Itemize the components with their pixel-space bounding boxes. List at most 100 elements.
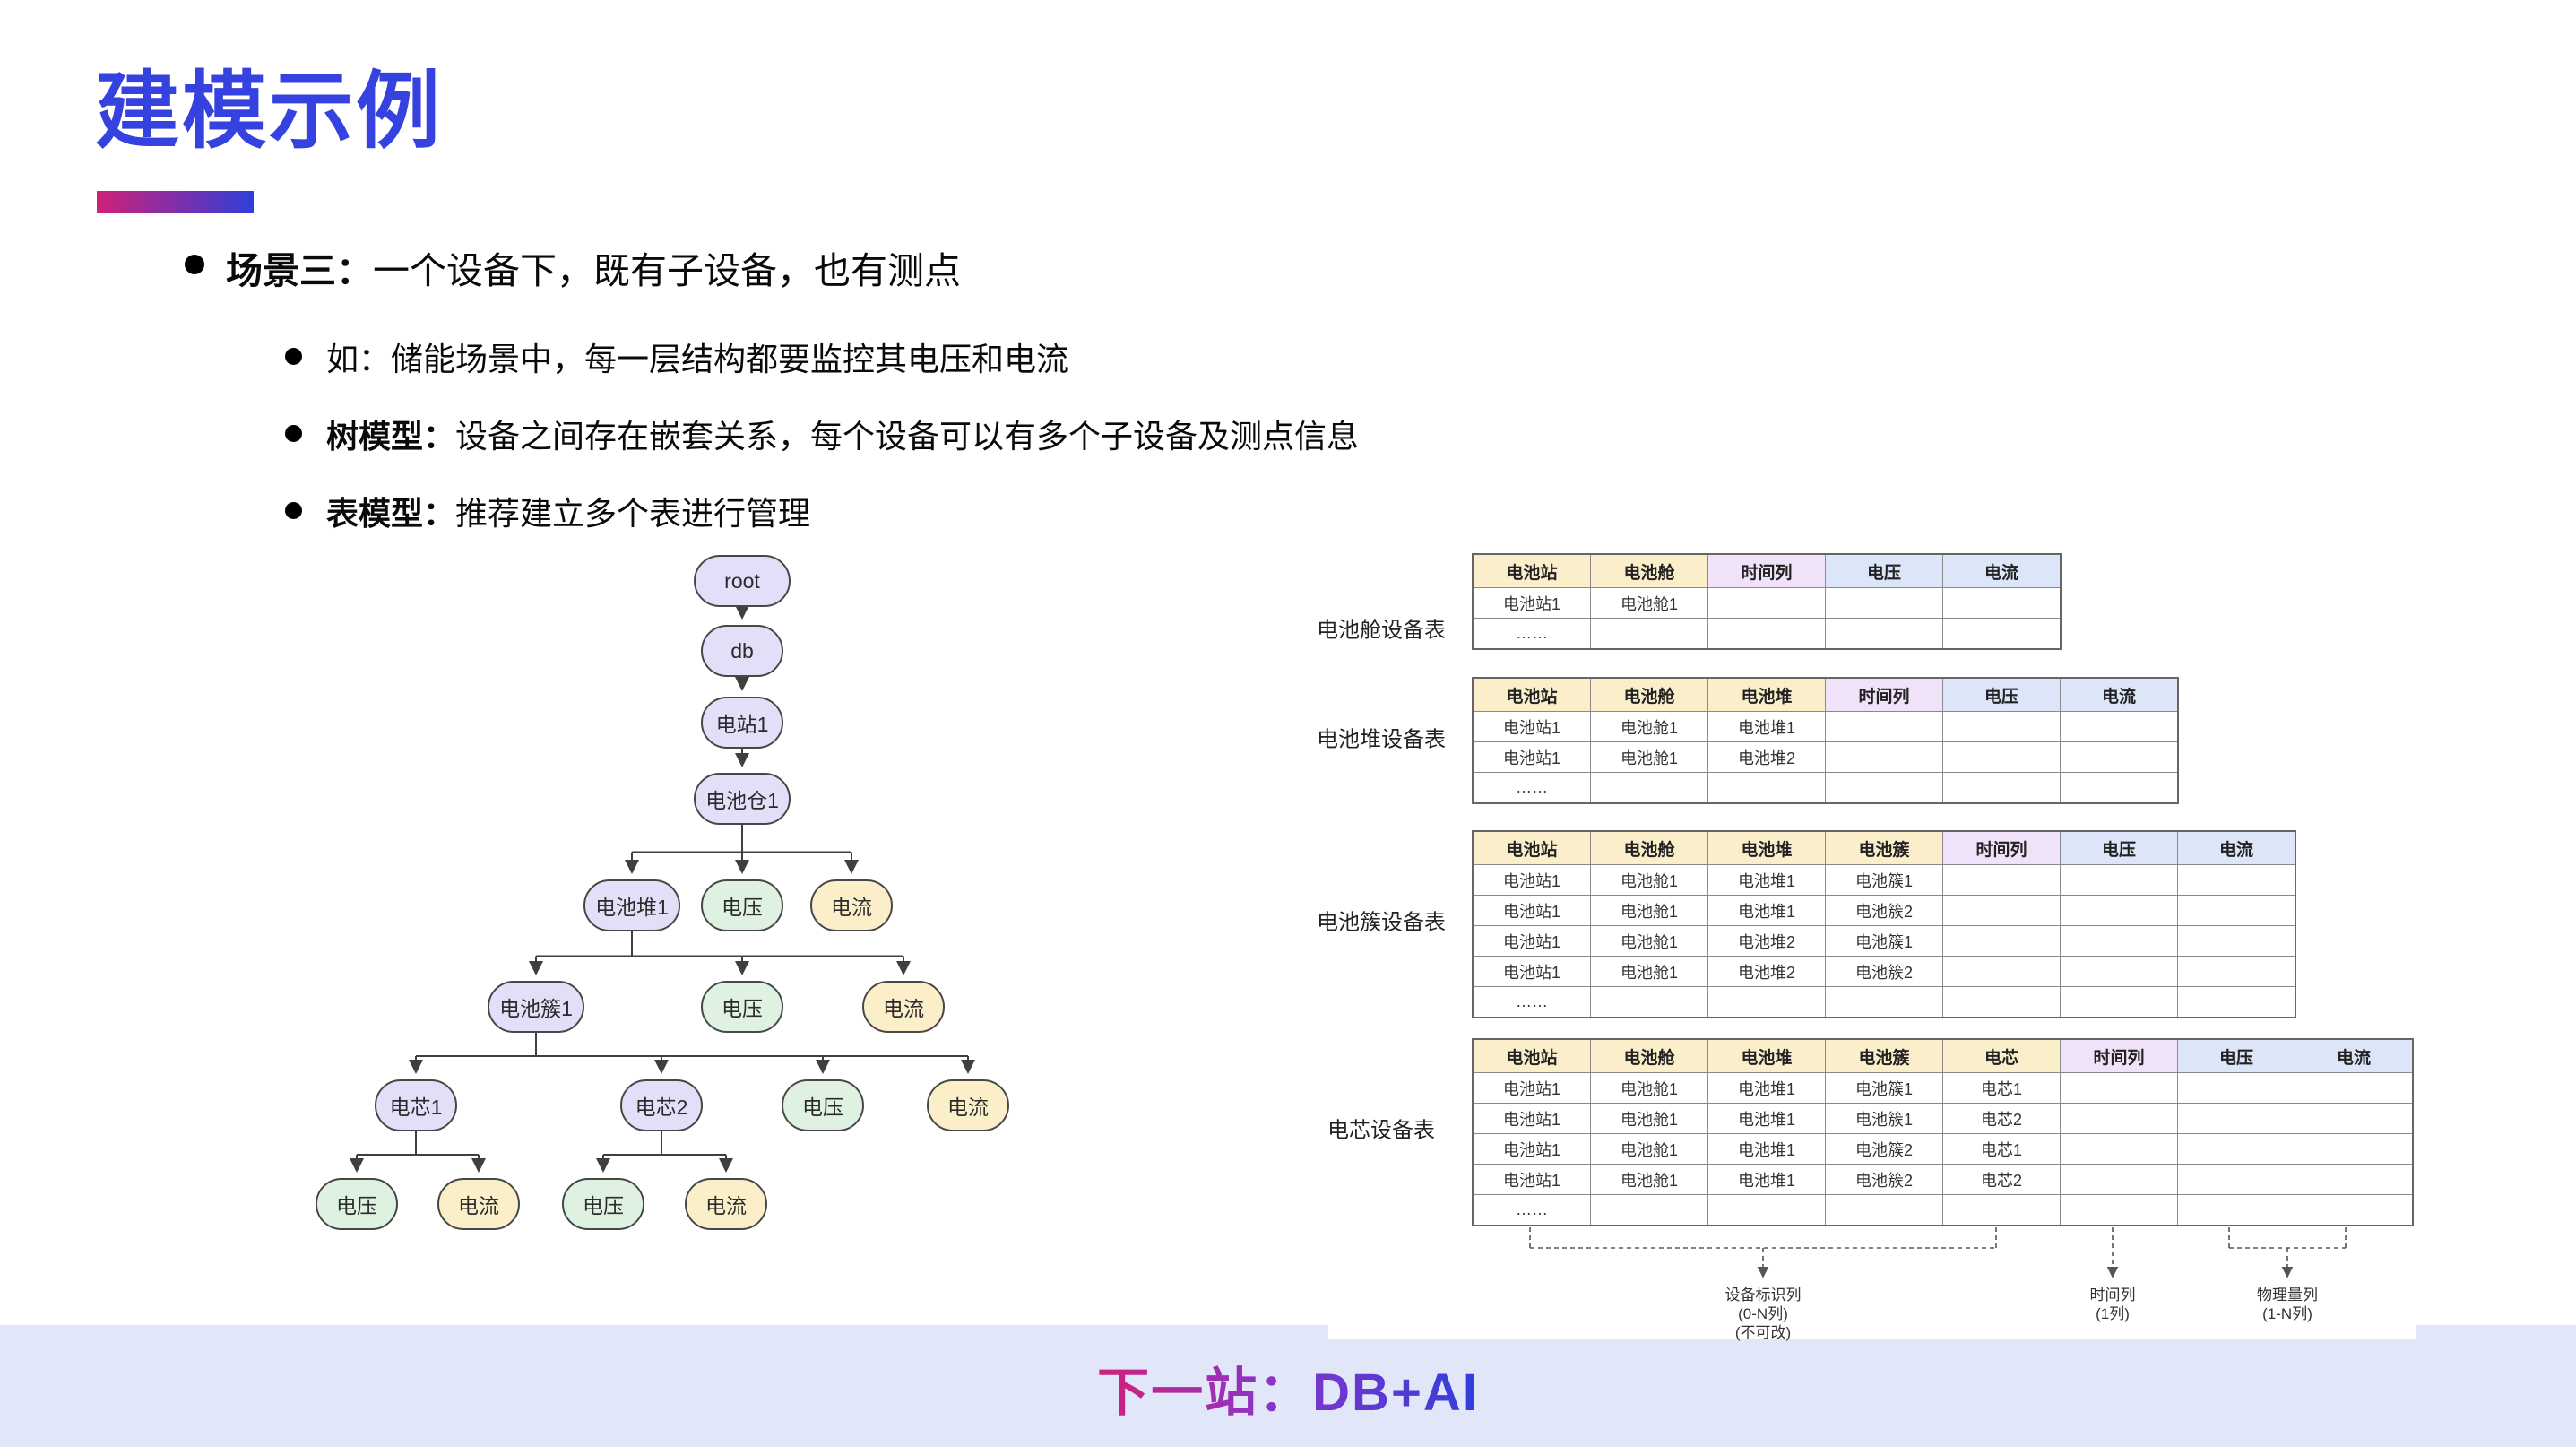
bullet-table-model-text: 推荐建立多个表进行管理 — [455, 495, 811, 532]
table-cell — [2177, 1194, 2295, 1226]
table-cell: 电池堆1 — [1707, 864, 1826, 896]
table-cell: 电池簇1 — [1825, 1103, 1943, 1134]
table-cell — [2060, 1194, 2178, 1226]
table-cell — [2060, 864, 2178, 896]
table-cell — [1590, 618, 1708, 650]
annotation-line: (不可改) — [1734, 1324, 1792, 1341]
table-cell: 电池舱1 — [1590, 1133, 1708, 1165]
footer-slogan: 下一站：DB+AI — [1097, 1364, 1479, 1422]
bullet-icon — [185, 255, 204, 274]
table-cell: 电池堆1 — [1707, 1103, 1826, 1134]
tree-node-cell1-c: 电流 — [437, 1178, 520, 1230]
table-cell — [1825, 711, 1943, 742]
column-header: 时间列 — [2060, 1038, 2178, 1073]
column-header: 电压 — [1825, 553, 1943, 588]
table-cell — [1707, 772, 1826, 804]
table-cell: 电池簇1 — [1825, 1072, 1943, 1104]
column-header: 电压 — [2060, 830, 2178, 865]
column-header: 电流 — [1942, 553, 2062, 588]
table-cell — [2060, 1133, 2178, 1165]
tree-node-cell1: 电芯1 — [375, 1079, 457, 1131]
column-header: 电池堆 — [1707, 1038, 1826, 1073]
column-header: 电池舱 — [1590, 830, 1708, 865]
annotation-device-id-columns: 设备标识列(0-N列)(不可改) — [1725, 1286, 1802, 1342]
tree-node-cluster1-v: 电压 — [782, 1079, 864, 1131]
column-header: 电池舱 — [1590, 677, 1708, 712]
table-cell: 电池簇1 — [1825, 864, 1943, 896]
table-cell — [2060, 1164, 2178, 1195]
table-cell — [2177, 986, 2296, 1018]
tree-node-cell2-c: 电流 — [685, 1178, 767, 1230]
table-cell: 电池站1 — [1472, 1103, 1591, 1134]
table-cell: 电池舱1 — [1590, 1164, 1708, 1195]
annotation-line: 时间列 — [2089, 1287, 2136, 1304]
table-cell — [2177, 956, 2296, 987]
table-cell — [2060, 741, 2179, 773]
table-cell — [2060, 1103, 2178, 1134]
tree-node-cluster1: 电池簇1 — [488, 981, 584, 1033]
table-cell: 电池站1 — [1472, 1133, 1591, 1165]
table-cell — [2060, 1072, 2178, 1104]
table-cell — [1942, 925, 2061, 957]
table-cell: 电池簇2 — [1825, 1133, 1943, 1165]
column-header: 电池舱 — [1590, 1038, 1708, 1073]
table-row: …… — [1472, 772, 2179, 804]
tree-node-cell2: 电芯2 — [620, 1079, 703, 1131]
table-cell: 电池舱1 — [1590, 956, 1708, 987]
table-cell: 电池舱1 — [1590, 895, 1708, 926]
table-cell — [1707, 986, 1826, 1018]
table-cell — [1707, 618, 1826, 650]
table-cell — [1707, 1194, 1826, 1226]
table-cell: …… — [1472, 1194, 1591, 1226]
table-cell: …… — [1472, 618, 1591, 650]
table-cell: 电池站1 — [1472, 741, 1591, 773]
table-cell — [1825, 986, 1943, 1018]
column-header: 电池堆 — [1707, 677, 1826, 712]
column-header: 电流 — [2060, 677, 2179, 712]
table-cell: 电池站1 — [1472, 895, 1591, 926]
bullet-tree-model: 树模型：设备之间存在嵌套关系，每个设备可以有多个子设备及测点信息 — [326, 411, 1359, 457]
table-cell: 电池舱1 — [1590, 741, 1708, 773]
bullet-icon — [285, 502, 302, 519]
bullet-example: 如：储能场景中，每一层结构都要监控其电压和电流 — [326, 334, 1068, 380]
table-cell: 电池站1 — [1472, 587, 1591, 619]
table-cell: 电池舱1 — [1590, 1103, 1708, 1134]
table-cell: 电池站1 — [1472, 956, 1591, 987]
table-cell — [2295, 1164, 2414, 1195]
column-header: 时间列 — [1942, 830, 2061, 865]
table-cell: 电池站1 — [1472, 711, 1591, 742]
table-cell — [1590, 772, 1708, 804]
column-header: 电池簇 — [1825, 1038, 1943, 1073]
table-cell: 电芯2 — [1942, 1164, 2061, 1195]
cabin-device-table-label: 电池舱设备表 — [1317, 618, 1446, 643]
bullet-tree-model-lead: 树模型： — [326, 418, 456, 455]
table-cell: …… — [1472, 986, 1591, 1018]
table-cell — [2060, 956, 2178, 987]
table-cell: 电池站1 — [1472, 925, 1591, 957]
table-row: …… — [1472, 618, 2062, 650]
column-header: 电池站 — [1472, 677, 1591, 712]
cluster-device-table-label: 电池簇设备表 — [1317, 910, 1446, 935]
column-header: 电池堆 — [1707, 830, 1826, 865]
table-cell: 电池堆2 — [1707, 956, 1826, 987]
stack-device-table-label: 电池堆设备表 — [1317, 727, 1446, 752]
tree-node-cluster1-c: 电流 — [927, 1079, 1009, 1131]
table-cell: 电池簇2 — [1825, 956, 1943, 987]
table-cell — [1942, 1194, 2061, 1226]
bullet-table-model: 表模型：推荐建立多个表进行管理 — [326, 488, 810, 534]
table-row: …… — [1472, 986, 2296, 1018]
column-header: 电池站 — [1472, 1038, 1591, 1073]
table-cell — [1942, 895, 2061, 926]
table-cell: 电池舱1 — [1590, 864, 1708, 896]
tree-node-stack1-v: 电压 — [701, 981, 783, 1033]
table-cell — [1942, 864, 2061, 896]
table-cell: 电池舱1 — [1590, 711, 1708, 742]
